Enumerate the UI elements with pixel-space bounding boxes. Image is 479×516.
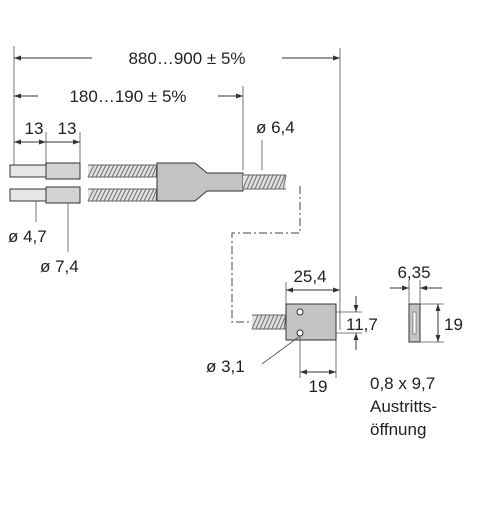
braided-sleeves — [87, 164, 158, 202]
sensor-head-body — [285, 303, 337, 341]
splitter-body — [156, 162, 244, 202]
front-height-label: 19 — [444, 315, 463, 334]
mount-hole-upper — [296, 308, 304, 316]
sensor-head-side — [251, 303, 337, 341]
cable-path-centerline — [231, 186, 301, 323]
lower-braided-sleeve — [87, 188, 158, 202]
inner-tip-diameter-label: ø 4,7 — [8, 227, 47, 246]
front-width-label: 6,35 — [397, 263, 430, 282]
head-width-label: 19 — [309, 377, 328, 396]
main-cable — [242, 174, 287, 190]
tip-b-label: 13 — [58, 119, 77, 138]
slot-label-line1: Austritts- — [370, 397, 437, 416]
head-length-dimension: 25,4 — [285, 267, 340, 304]
front-width-dimension: 6,35 — [390, 263, 442, 304]
sensor-head-front — [408, 303, 421, 343]
main-cable-braid — [242, 174, 287, 190]
mount-hole-label: ø 3,1 — [206, 357, 245, 376]
slot-label-line2: öffnung — [370, 420, 426, 439]
upper-braided-sleeve — [87, 164, 158, 178]
outer-tip-diameter-label: ø 7,4 — [40, 257, 79, 276]
slot-size-label: 0,8 x 9,7 — [370, 374, 435, 393]
head-height-dimension: 11,7 — [336, 296, 378, 350]
head-height-label: 11,7 — [346, 315, 378, 334]
tip-length-dimension: 13 13 — [14, 119, 81, 170]
overall-length-label: 880…900 ± 5% — [128, 49, 245, 68]
cable-diameter-label: ø 6,4 — [256, 118, 295, 137]
exit-slot — [412, 311, 417, 335]
sleeve-length-label: 180…190 ± 5% — [69, 87, 186, 106]
mount-hole-lower — [296, 329, 304, 337]
head-width-dimension: 19 — [299, 336, 337, 396]
cable-diameter-callout: ø 6,4 — [256, 118, 295, 170]
fiber-tips — [9, 162, 81, 204]
mount-hole-callout: ø 3,1 — [206, 335, 301, 376]
overall-length-dimension: 880…900 ± 5% — [13, 46, 341, 330]
head-length-label: 25,4 — [293, 267, 326, 286]
tip-diameter-callouts: ø 4,7 ø 7,4 — [8, 201, 79, 276]
front-height-dimension: 19 — [420, 303, 463, 343]
tip-a-label: 13 — [25, 119, 44, 138]
exit-opening-callout: 0,8 x 9,7 Austritts- öffnung — [370, 374, 437, 439]
sleeve-length-dimension: 180…190 ± 5% — [14, 86, 244, 170]
head-cable-braid — [251, 314, 287, 330]
